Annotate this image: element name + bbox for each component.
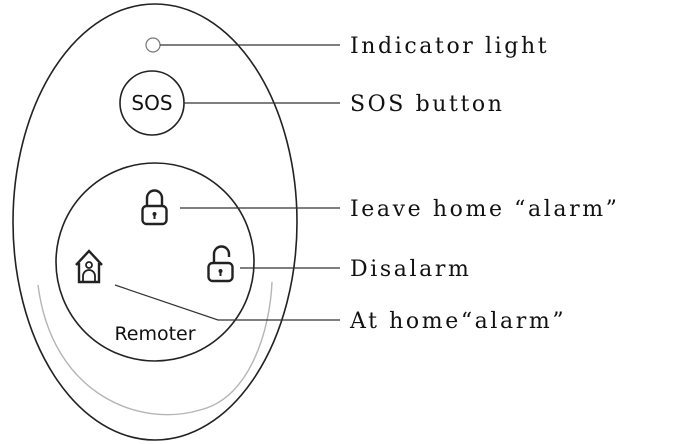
callout-at-home-alarm: At home“alarm” [349,309,566,334]
remoter-label: Remoter [114,323,195,345]
leader-line-athome [114,284,340,321]
indicator-light [145,37,161,53]
callout-sos-button: SOS button [350,92,505,117]
remote-body-outline [12,3,298,441]
house-person-icon[interactable] [75,249,103,284]
padlock-closed-icon[interactable] [141,189,168,226]
control-panel [55,162,255,362]
sos-button[interactable]: SOS [119,70,185,136]
callout-indicator-light: Indicator light [350,34,549,59]
padlock-open-icon[interactable] [207,245,234,283]
remote-lower-arc [37,281,273,416]
callout-leave-home-alarm: Ieave home “alarm” [350,197,620,222]
callout-disalarm: Disalarm [350,257,471,282]
sos-button-label: SOS [131,91,172,115]
